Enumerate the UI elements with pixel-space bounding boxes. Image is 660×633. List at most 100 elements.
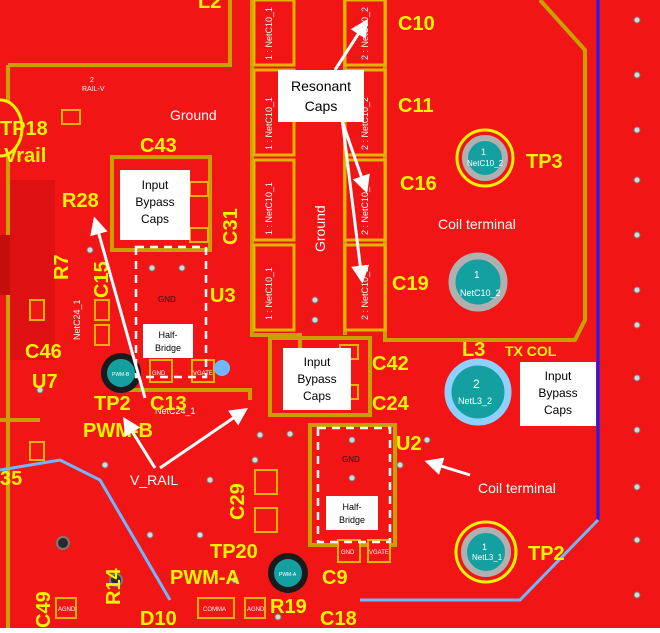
designator-tp18: TP18: [0, 118, 48, 140]
designator-c46: C46: [25, 341, 62, 363]
designator-n35: 35: [0, 468, 22, 490]
designator-r19: R19: [270, 596, 307, 618]
designator-c31: C31: [220, 208, 242, 245]
designator-r14: R14: [103, 567, 125, 605]
testpoint-l3: 2 NetL3_2: [444, 358, 512, 426]
designator-l2: L2: [198, 0, 221, 13]
coil-terminal-bottom-label: Coil terminal: [478, 480, 556, 496]
designator-c18: C18: [320, 608, 357, 628]
designator-c42: C42: [372, 353, 409, 375]
designator-tp20: TP20: [210, 541, 258, 563]
agnd-pad-label: AGND: [58, 607, 76, 613]
input-bypass-right-callout: [520, 362, 596, 426]
v-rail-label: V_RAIL: [130, 472, 178, 488]
designator-u7: U7: [32, 371, 58, 393]
pad-label: 1 : NetC10_1: [264, 267, 274, 320]
half-bridge-left-tag: [143, 324, 193, 358]
svg-text:NetC10_2: NetC10_2: [467, 159, 504, 168]
designator-r7: R7: [51, 254, 73, 280]
svg-text:1: 1: [482, 542, 487, 552]
designator-c10: C10: [398, 13, 435, 35]
left-pad: [0, 235, 10, 295]
agnd-pad-label: AGND: [247, 607, 265, 613]
large-vias: [56, 536, 123, 587]
designator-tx-col: TX COL: [505, 343, 557, 359]
designator-c11: C11: [398, 95, 434, 117]
svg-text:PWM-A: PWM-A: [279, 572, 297, 578]
designator-l3: L3: [462, 339, 485, 361]
vias: [36, 16, 641, 621]
input-bypass-left-callout: [120, 170, 190, 240]
designator-u2: U2: [396, 433, 422, 455]
rail-v-pad-label: 2: [90, 77, 94, 84]
testpoint-tp3: 1 NetC10_2: [455, 128, 515, 188]
ground-label-top: Ground: [170, 107, 217, 123]
testpoint-tp2: 1 NetL3_1: [454, 520, 518, 584]
pad-label: 1 : NetC10_1: [264, 7, 274, 60]
svg-text:PWM-B: PWM-B: [112, 372, 130, 378]
rail-v-pad-label: RAIL-V: [82, 86, 105, 93]
designator-c24: C24: [372, 393, 410, 415]
designator-d10: D10: [140, 608, 177, 628]
resonant-caps-callout: [278, 70, 364, 122]
designator-c16: C16: [400, 173, 437, 195]
resonant-cap-pads: [252, 0, 387, 332]
designator-pwm-b: PWM-B: [83, 420, 153, 442]
designator-r28: R28: [62, 190, 99, 212]
designator-tp3: TP3: [526, 151, 563, 173]
pad-label: 1 : NetC10_1: [264, 97, 274, 150]
signal-traces: [0, 458, 600, 602]
svg-text:NetL3_1: NetL3_1: [472, 553, 503, 562]
tp18-pad: [0, 98, 24, 158]
gate-via: [214, 360, 230, 376]
designator-tp2-right: TP2: [528, 543, 565, 565]
designator-c13: C13: [150, 393, 187, 415]
testpoint-pwm-a: PWM-A: [268, 553, 308, 593]
svg-text:NetC10_2: NetC10_2: [460, 288, 501, 298]
pad-label: 2 : NetC10_2: [360, 267, 370, 320]
designator-c43: C43: [140, 135, 177, 157]
svg-text:NetL3_2: NetL3_2: [458, 396, 492, 406]
copper-dark-region: [10, 180, 55, 360]
gnd-pad-label: GND: [341, 550, 355, 556]
designator-c19: C19: [392, 273, 429, 295]
designator-c49: C49: [33, 591, 55, 628]
half-bridge-right-label: Half-Bridge: [339, 502, 365, 525]
coil-terminal-top-label: Coil terminal: [438, 216, 516, 232]
testpoint-pwm-b: PWM-B: [101, 353, 141, 393]
comma-pad-label: COMMA: [203, 607, 226, 613]
ic-pads: [29, 109, 391, 619]
designator-c9: C9: [322, 567, 348, 589]
half-bridge-left-outline: [134, 245, 208, 379]
vgate-pad-label: VGATE: [193, 371, 213, 377]
designator-pwm-a: PWM-A: [170, 567, 240, 589]
silkscreen-designators: C10 C11 C16 C19 TP18 Vrail C43 R28 U3 C4…: [0, 0, 565, 630]
pad-label: 2 : NetC10_2: [360, 97, 370, 150]
pad-label: NetC24_1: [155, 406, 196, 416]
vgate-pad-label: VGATE: [369, 550, 389, 556]
testpoint-netc10: 1 NetC10_2: [448, 252, 508, 312]
designator-c15: C15: [91, 261, 113, 298]
svg-text:1: 1: [481, 147, 486, 157]
pad-label: 2 : NetC10_2: [360, 182, 370, 235]
designator-c29: C29: [227, 483, 249, 520]
half-bridge-right-tag: [326, 496, 378, 530]
svg-text:1: 1: [474, 270, 480, 281]
half-bridge-left-label: Half-Bridge: [155, 330, 181, 353]
small-pad-labels: GND VGATE GND VGATE AGND AGND COMMA: [58, 371, 389, 613]
annotation-arrows: [90, 18, 471, 477]
pad-label: 1 : NetC10_1: [264, 182, 274, 235]
rotated-designators: C31 C15 R7 C29 R14 C49: [33, 208, 249, 628]
designator-vrail: Vrail: [4, 145, 46, 167]
input-bypass-center-callout: [283, 348, 351, 410]
ground-label-vertical: Ground: [312, 205, 328, 252]
svg-text:2: 2: [473, 377, 480, 391]
half-bridge-right-outline: [316, 426, 392, 544]
pad-label: 2 : NetC10_2: [360, 7, 370, 60]
